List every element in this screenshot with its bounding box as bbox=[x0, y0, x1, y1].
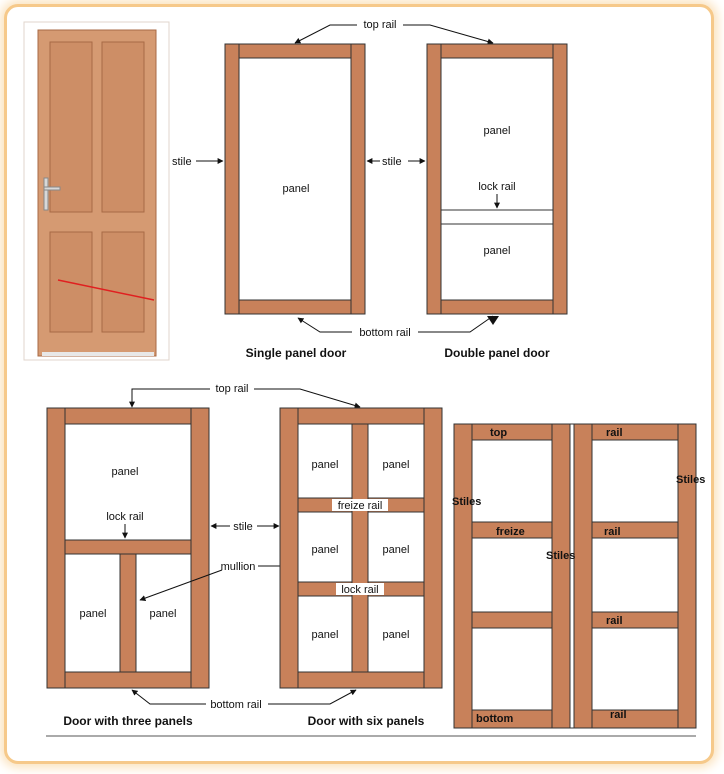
double-panel-door: panel lock rail panel Double panel door bbox=[427, 44, 567, 360]
three-top-rail-label: top rail bbox=[215, 383, 248, 395]
three-bottom-rail-label: bottom rail bbox=[210, 699, 261, 711]
six-lock-rail-label: lock rail bbox=[341, 584, 378, 596]
three-lock-rail-label: lock rail bbox=[106, 511, 143, 523]
stile-label-mid: stile bbox=[382, 156, 402, 168]
six-panel-2: panel bbox=[383, 459, 410, 471]
six-panel-3: panel bbox=[312, 544, 339, 556]
double-panel-caption: Double panel door bbox=[444, 346, 550, 360]
six-panel-1: panel bbox=[312, 459, 339, 471]
pair-door: top rail Stiles Stiles Stiles freize rai… bbox=[452, 424, 705, 728]
pair-top-label: top bbox=[490, 427, 507, 439]
stile-label-left: stile bbox=[172, 156, 192, 168]
pair-freize-label: freize bbox=[496, 526, 525, 538]
top-rail-label: top rail bbox=[363, 19, 396, 31]
pair-stiles-right-label: Stiles bbox=[676, 474, 705, 486]
door-photo bbox=[24, 22, 169, 360]
three-panel-caption: Door with three panels bbox=[63, 714, 193, 728]
six-panel-caption: Door with six panels bbox=[308, 714, 425, 728]
pair-rail-top-label: rail bbox=[606, 427, 623, 439]
three-panel-top-label: panel bbox=[112, 466, 139, 478]
double-panel-top-label: panel bbox=[484, 125, 511, 137]
pair-rail-mid-label: rail bbox=[604, 526, 621, 538]
three-panel-left-label: panel bbox=[80, 608, 107, 620]
six-panel-door: panel panel panel panel panel panel frei… bbox=[280, 408, 442, 728]
double-panel-bottom-label: panel bbox=[484, 245, 511, 257]
six-panel-5: panel bbox=[312, 629, 339, 641]
freize-rail-label: freize rail bbox=[338, 500, 383, 512]
single-panel-label: panel bbox=[283, 183, 310, 195]
pair-stiles-left-label: Stiles bbox=[452, 496, 481, 508]
six-panel-4: panel bbox=[383, 544, 410, 556]
pair-stiles-mid-label: Stiles bbox=[546, 550, 575, 562]
pair-rail-bottom-label: rail bbox=[610, 709, 627, 721]
bottom-rail-label: bottom rail bbox=[359, 327, 410, 339]
pair-rail-low-label: rail bbox=[606, 615, 623, 627]
pair-bottom-label: bottom bbox=[476, 713, 513, 725]
six-panel-6: panel bbox=[383, 629, 410, 641]
lock-rail-label: lock rail bbox=[478, 181, 515, 193]
mullion-label: mullion bbox=[221, 561, 256, 573]
single-panel-caption: Single panel door bbox=[246, 346, 347, 360]
three-stile-label: stile bbox=[233, 521, 253, 533]
three-panel-right-label: panel bbox=[150, 608, 177, 620]
